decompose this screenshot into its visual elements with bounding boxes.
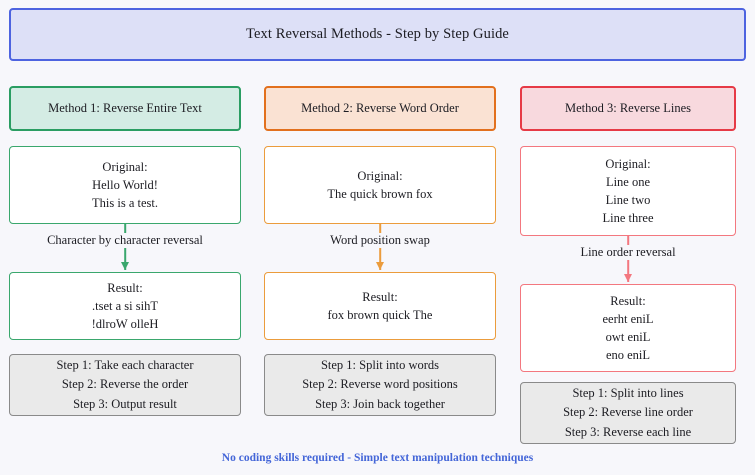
step-line: Step 2: Reverse line order	[563, 405, 693, 420]
step-line: Step 2: Reverse the order	[61, 377, 189, 392]
method-3-connector: Line order reversal	[520, 236, 736, 284]
method-column-3: Method 3: Reverse Lines Original: Line o…	[520, 86, 736, 444]
step-line: Step 3: Join back together	[315, 396, 445, 411]
original-line: Line two	[605, 193, 651, 207]
diagram-title-box: Text Reversal Methods - Step by Step Gui…	[9, 8, 746, 61]
step-line: Step 1: Split into words	[320, 357, 440, 372]
method-3-header: Method 3: Reverse Lines	[520, 86, 736, 131]
result-line: owt eniL	[605, 330, 651, 344]
step-line: Step 1: Take each character	[56, 357, 194, 372]
method-2-steps-box: Step 1: Split into words Step 2: Reverse…	[264, 354, 496, 416]
page-title: Text Reversal Methods - Step by Step Gui…	[246, 26, 509, 42]
method-2-original-box: Original: The quick brown fox	[264, 146, 496, 224]
method-2-connector: Word position swap	[264, 224, 496, 272]
method-1-connector: Character by character reversal	[9, 224, 241, 272]
method-3-result-box: Result: eerht eniL owt eniL eno eniL	[520, 284, 736, 372]
arrow-down-icon	[376, 262, 384, 270]
original-line: Line three	[602, 211, 654, 226]
step-line: Step 3: Reverse each line	[564, 424, 692, 439]
original-line: Line one	[605, 174, 651, 189]
step-line: Step 3: Output result	[73, 396, 177, 411]
result-line: Result:	[610, 293, 646, 308]
method-column-1: Method 1: Reverse Entire Text Original: …	[9, 86, 241, 416]
result-line: eno eniL	[605, 348, 651, 363]
method-2-connector-label: Word position swap	[326, 233, 434, 248]
method-1-result-box: Result: .tset a si sihT !dlroW olleH	[9, 272, 241, 340]
original-line: Hello World!	[92, 177, 158, 192]
method-1-original-box: Original: Hello World! This is a test.	[9, 146, 241, 224]
step-line: Step 1: Split into lines	[572, 385, 684, 400]
original-line: This is a test.	[92, 196, 158, 211]
original-line: Original:	[102, 159, 148, 174]
method-column-2: Method 2: Reverse Word Order Original: T…	[264, 86, 496, 416]
result-line: eerht eniL	[602, 311, 654, 326]
method-3-connector-label: Line order reversal	[576, 245, 680, 260]
original-line: Original:	[605, 156, 651, 171]
original-line: Original:	[357, 168, 403, 183]
method-1-connector-label: Character by character reversal	[43, 233, 207, 248]
arrow-down-icon	[121, 262, 129, 270]
step-line: Step 2: Reverse word positions	[302, 377, 458, 392]
method-3-steps-box: Step 1: Split into lines Step 2: Reverse…	[520, 382, 736, 444]
method-3-original-box: Original: Line one Line two Line three	[520, 146, 736, 236]
method-2-header: Method 2: Reverse Word Order	[264, 86, 496, 131]
result-line: Result:	[362, 289, 398, 304]
result-line: Result:	[107, 280, 143, 295]
arrow-down-icon	[624, 274, 632, 282]
method-2-result-box: Result: fox brown quick The	[264, 272, 496, 340]
result-line: !dlroW olleH	[91, 317, 159, 332]
method-1-header: Method 1: Reverse Entire Text	[9, 86, 241, 131]
original-line: The quick brown fox	[327, 187, 433, 201]
method-1-steps-box: Step 1: Take each character Step 2: Reve…	[9, 354, 241, 416]
result-line: .tset a si sihT	[92, 298, 158, 313]
result-line: fox brown quick The	[327, 308, 433, 322]
footer-note: No coding skills required - Simple text …	[221, 452, 534, 464]
